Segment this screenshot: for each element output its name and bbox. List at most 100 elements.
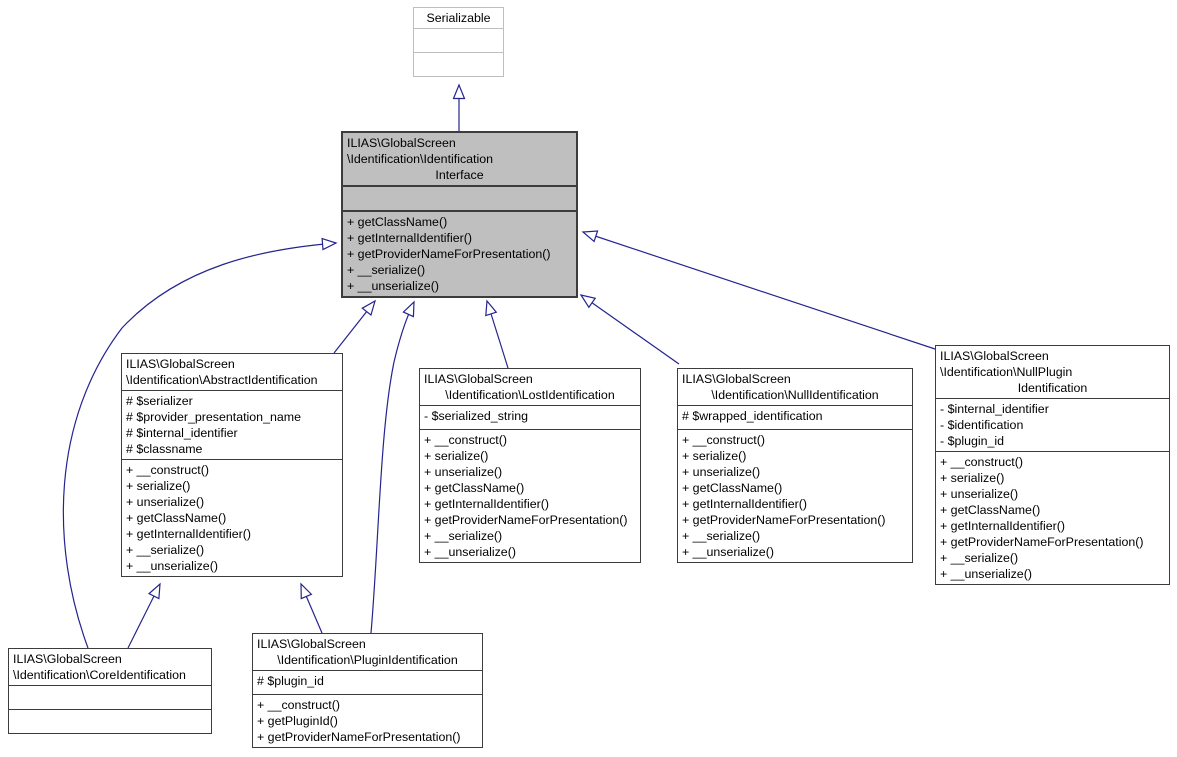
class-title: ILIAS\GlobalScreen \Identification\Identi… bbox=[343, 133, 576, 185]
class-attributes-compartment bbox=[9, 685, 211, 709]
inheritance-edge-null-plugin-identification-to-identification-interface bbox=[583, 232, 936, 350]
class-methods-compartment: + __construct() + getPluginId() + getProvi… bbox=[253, 694, 482, 747]
member-row: + __serialize() bbox=[126, 543, 205, 557]
inheritance-edge-plugin-identification-to-identification-interface bbox=[370, 302, 414, 634]
member-row: + getClassName() bbox=[126, 511, 227, 525]
member-row: + __construct() bbox=[424, 433, 507, 447]
class-title-line: \Identification\CoreIdentification bbox=[13, 668, 186, 682]
member-row: - $plugin_id bbox=[940, 434, 1005, 448]
member-row: + getClassName() bbox=[347, 215, 448, 229]
member-row: + serialize() bbox=[940, 471, 1005, 485]
class-title-line: ILIAS\GlobalScreen bbox=[940, 349, 1049, 363]
class-title-line: ILIAS\GlobalScreen bbox=[347, 136, 456, 150]
inheritance-edge-core-identification-to-abstract-identification bbox=[127, 584, 160, 649]
class-title-line: \Identification\LostIdentification bbox=[445, 388, 615, 402]
class-title: ILIAS\GlobalScreen \Identification\NullPl… bbox=[936, 346, 1169, 398]
class-title: ILIAS\GlobalScreen \Identification\Abstra… bbox=[122, 354, 342, 390]
member-row: + unserialize() bbox=[126, 495, 205, 509]
inheritance-edge-lost-identification-to-identification-interface bbox=[487, 301, 509, 369]
class-title: ILIAS\GlobalScreen \Identification\NullId… bbox=[678, 369, 912, 405]
class-title-line: ILIAS\GlobalScreen bbox=[257, 637, 366, 651]
member-row: + __construct() bbox=[126, 463, 209, 477]
class-box-null-plugin-identification[interactable]: ILIAS\GlobalScreen \Identification\NullPl… bbox=[935, 345, 1170, 585]
class-methods-compartment: + __construct()+ serialize()+ unserializ… bbox=[936, 451, 1169, 584]
member-row: + __unserialize() bbox=[126, 559, 218, 573]
member-row: + getProviderNameForPresentation() bbox=[257, 730, 461, 744]
member-row: + __serialize() bbox=[682, 529, 761, 543]
class-methods-compartment bbox=[414, 52, 503, 76]
class-title: ILIAS\GlobalScreen \Identification\LostId… bbox=[420, 369, 640, 405]
class-box-serializable[interactable]: Serializable bbox=[413, 7, 504, 77]
class-attributes-compartment: # $serializer# $provider_presentation_na… bbox=[122, 390, 342, 459]
class-title-line: Interface bbox=[435, 168, 484, 182]
inheritance-edge-plugin-identification-to-abstract-identification bbox=[301, 584, 323, 634]
class-attributes-compartment: - $serialized_string bbox=[420, 405, 640, 429]
member-row: - $serialized_string bbox=[424, 409, 528, 423]
class-title: Serializable bbox=[414, 8, 503, 28]
class-attributes-compartment bbox=[414, 28, 503, 52]
class-title: ILIAS\GlobalScreen \Identification\CoreId… bbox=[9, 649, 211, 685]
member-row: - $identification bbox=[940, 418, 1024, 432]
class-title-line: ILIAS\GlobalScreen bbox=[424, 372, 533, 386]
class-attributes-compartment: # $wrapped_identification bbox=[678, 405, 912, 429]
member-row: + getClassName() bbox=[940, 503, 1041, 517]
class-box-plugin-identification[interactable]: ILIAS\GlobalScreen \Identification\Plugin… bbox=[252, 633, 483, 748]
class-box-lost-identification[interactable]: ILIAS\GlobalScreen \Identification\LostId… bbox=[419, 368, 641, 563]
member-row: - $internal_identifier bbox=[940, 402, 1049, 416]
member-row: + __unserialize() bbox=[424, 545, 516, 559]
member-row: + unserialize() bbox=[682, 465, 761, 479]
class-attributes-compartment bbox=[343, 185, 576, 210]
member-row: + getProviderNameForPresentation() bbox=[940, 535, 1144, 549]
member-row: # $provider_presentation_name bbox=[126, 410, 301, 424]
member-row: + getInternalIdentifier() bbox=[424, 497, 550, 511]
class-attributes-compartment: - $internal_identifier - $identification -… bbox=[936, 398, 1169, 451]
class-title-line: ILIAS\GlobalScreen bbox=[126, 357, 235, 371]
class-methods-compartment: + getClassName() + getInternalIdentifier(… bbox=[343, 210, 576, 296]
member-row: # $wrapped_identification bbox=[682, 409, 823, 423]
class-box-abstract-identification[interactable]: ILIAS\GlobalScreen \Identification\Abstra… bbox=[121, 353, 343, 577]
class-title-line: ILIAS\GlobalScreen bbox=[13, 652, 122, 666]
class-title-line: \Identification\Identification bbox=[347, 152, 494, 166]
class-title-line: \Identification\PluginIdentification bbox=[277, 653, 458, 667]
member-row: + __serialize() bbox=[940, 551, 1019, 565]
member-row: + __serialize() bbox=[424, 529, 503, 543]
member-row: + getInternalIdentifier() bbox=[126, 527, 252, 541]
class-box-null-identification[interactable]: ILIAS\GlobalScreen \Identification\NullId… bbox=[677, 368, 913, 563]
class-title-line: ILIAS\GlobalScreen bbox=[682, 372, 791, 386]
member-row: + getInternalIdentifier() bbox=[682, 497, 808, 511]
class-box-identification-interface[interactable]: ILIAS\GlobalScreen \Identification\Identi… bbox=[341, 131, 578, 298]
member-row: + serialize() bbox=[126, 479, 191, 493]
member-row: + getInternalIdentifier() bbox=[347, 231, 473, 245]
class-methods-compartment: + __construct() + serialize() + unserializ… bbox=[122, 459, 342, 576]
member-row: + __unserialize() bbox=[940, 567, 1032, 581]
class-title: ILIAS\GlobalScreen \Identification\Plugin… bbox=[253, 634, 482, 670]
member-row: + __construct() bbox=[257, 698, 340, 712]
class-methods-compartment bbox=[9, 709, 211, 733]
member-row: + __unserialize() bbox=[682, 545, 774, 559]
member-row: # $classname bbox=[126, 442, 203, 456]
member-row: + getClassName() bbox=[682, 481, 783, 495]
class-methods-compartment: + __construct() + serialize() + unserializ… bbox=[678, 429, 912, 562]
member-row: + getProviderNameForPresentation() bbox=[682, 513, 886, 527]
class-box-core-identification[interactable]: ILIAS\GlobalScreen \Identification\CoreId… bbox=[8, 648, 212, 734]
member-row: + getPluginId() bbox=[257, 714, 338, 728]
member-row: + __construct() bbox=[940, 455, 1023, 469]
class-title-line: \Identification\NullIdentification bbox=[711, 388, 879, 402]
class-title-line: \Identification\AbstractIdentification bbox=[126, 373, 318, 387]
class-title-line: Identification bbox=[1017, 381, 1088, 395]
class-title-line: \Identification\NullPlugin bbox=[940, 365, 1073, 379]
class-attributes-compartment: # $plugin_id bbox=[253, 670, 482, 694]
member-row: + getClassName() bbox=[424, 481, 525, 495]
member-row: + serialize() bbox=[424, 449, 489, 463]
inheritance-edge-abstract-identification-to-identification-interface bbox=[333, 301, 375, 354]
member-row: + serialize() bbox=[682, 449, 747, 463]
member-row: # $plugin_id bbox=[257, 674, 324, 688]
member-row: + getProviderNameForPresentation() bbox=[347, 247, 551, 261]
member-row: + unserialize() bbox=[424, 465, 503, 479]
member-row: + __construct() bbox=[682, 433, 765, 447]
inheritance-edge-core-identification-to-identification-interface bbox=[62, 243, 336, 649]
member-row: + getInternalIdentifier() bbox=[940, 519, 1066, 533]
member-row: # $internal_identifier bbox=[126, 426, 238, 440]
